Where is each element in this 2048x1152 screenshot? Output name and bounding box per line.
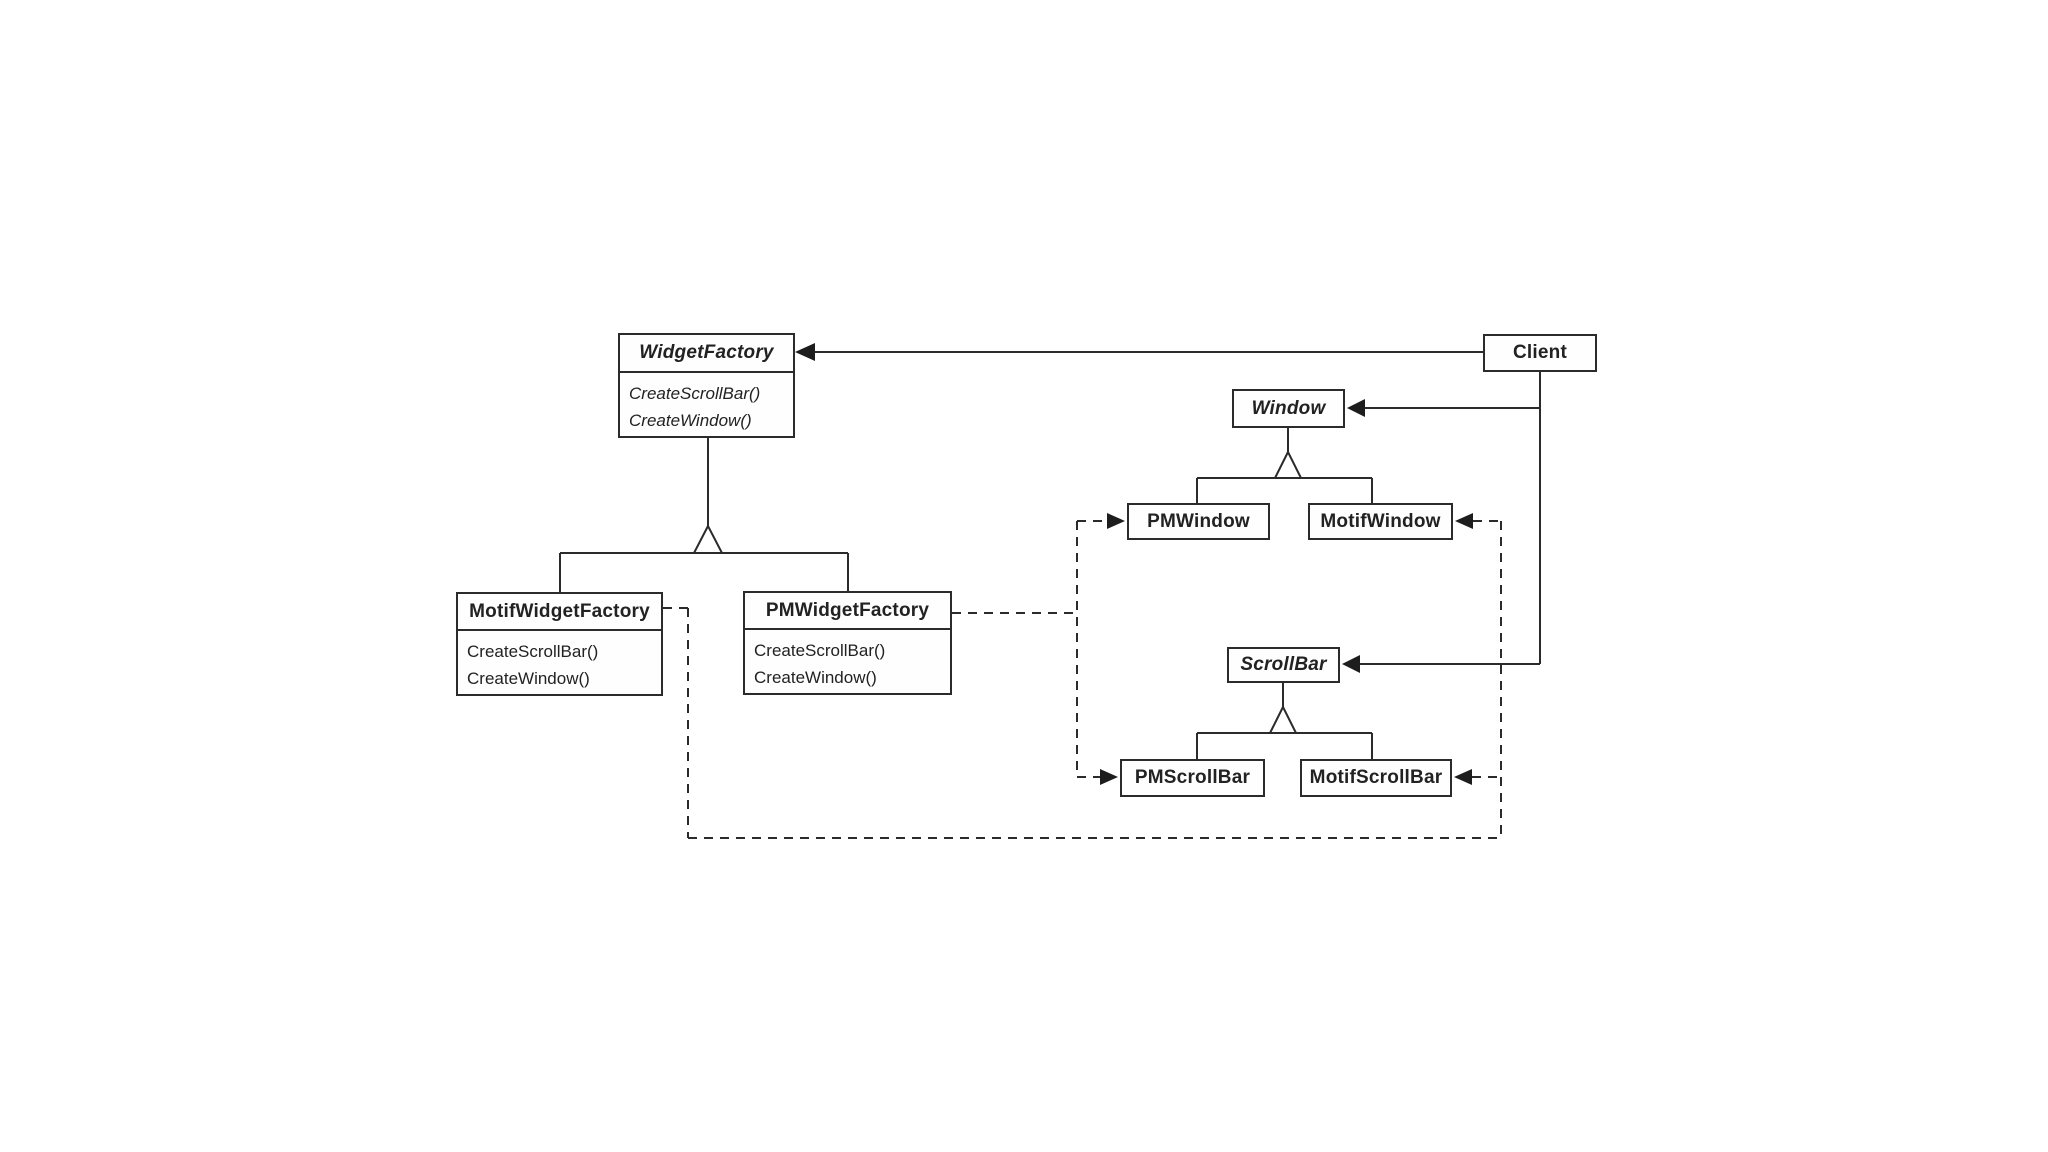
class-motif-widget-factory-methods: CreateScrollBar() CreateWindow() xyxy=(458,631,661,692)
inheritance-triangle-scrollbar xyxy=(1268,704,1298,734)
class-widget-factory-methods: CreateScrollBar() CreateWindow() xyxy=(620,373,793,434)
class-pm-window-title: PMWindow xyxy=(1147,510,1250,532)
method-create-window: CreateWindow() xyxy=(467,669,590,688)
class-pm-window: PMWindow xyxy=(1127,503,1270,540)
class-pm-widget-factory: PMWidgetFactory CreateScrollBar() Create… xyxy=(743,591,952,695)
inheritance-triangle-window xyxy=(1273,449,1303,479)
class-motif-window: MotifWindow xyxy=(1308,503,1453,540)
inheritance-triangle-widgetfactory xyxy=(692,523,724,554)
method-create-window: CreateWindow() xyxy=(629,411,752,430)
arrowhead-motifscrollbar xyxy=(1454,769,1472,785)
class-widget-factory-title: WidgetFactory xyxy=(620,335,793,373)
class-client: Client xyxy=(1483,334,1597,372)
arrowhead-pmscrollbar xyxy=(1100,769,1118,785)
class-scroll-bar: ScrollBar xyxy=(1227,647,1340,683)
method-create-scrollbar: CreateScrollBar() xyxy=(629,384,761,403)
method-create-window: CreateWindow() xyxy=(754,668,877,687)
arrowhead-motifwindow xyxy=(1455,513,1473,529)
class-widget-factory: WidgetFactory CreateScrollBar() CreateWi… xyxy=(618,333,795,438)
arrowhead-pmwindow xyxy=(1107,513,1125,529)
method-create-scrollbar: CreateScrollBar() xyxy=(467,642,599,661)
class-window: Window xyxy=(1232,389,1345,428)
class-motif-window-title: MotifWindow xyxy=(1320,510,1441,532)
class-pm-scroll-bar: PMScrollBar xyxy=(1120,759,1265,797)
method-create-scrollbar: CreateScrollBar() xyxy=(754,641,886,660)
arrowhead-window xyxy=(1347,399,1365,417)
class-motif-widget-factory-title: MotifWidgetFactory xyxy=(458,594,661,631)
class-motif-widget-factory: MotifWidgetFactory CreateScrollBar() Cre… xyxy=(456,592,663,696)
class-client-title: Client xyxy=(1513,342,1567,363)
class-scroll-bar-title: ScrollBar xyxy=(1240,654,1327,675)
class-pm-widget-factory-methods: CreateScrollBar() CreateWindow() xyxy=(745,630,950,691)
class-window-title: Window xyxy=(1251,397,1326,419)
class-motif-scroll-bar: MotifScrollBar xyxy=(1300,759,1452,797)
arrowhead-widgetfactory xyxy=(795,343,815,361)
class-pm-widget-factory-title: PMWidgetFactory xyxy=(745,593,950,630)
arrowhead-scrollbar xyxy=(1342,655,1360,673)
class-pm-scroll-bar-title: PMScrollBar xyxy=(1134,767,1251,788)
class-motif-scroll-bar-title: MotifScrollBar xyxy=(1309,767,1443,788)
